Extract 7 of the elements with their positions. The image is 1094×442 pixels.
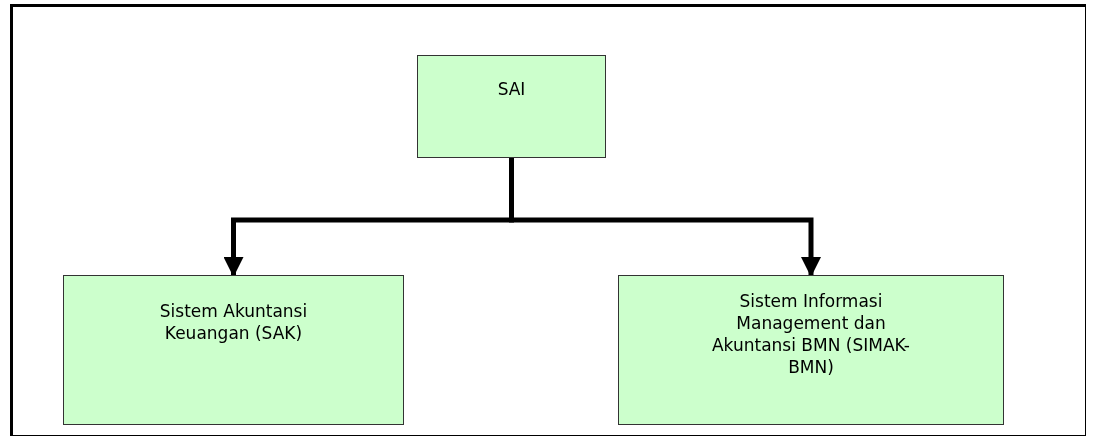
connector-arrow [509,158,821,277]
process-box [417,55,606,158]
box-label: Sistem Informasi Management dan Akuntansi BMN (SIMAK-BMN) [711,290,911,378]
process-box [63,275,404,425]
process-box [618,275,1004,425]
box-label: Sistem Akuntansi Keuangan (SAK) [158,300,309,344]
box-label: SAI [497,78,526,100]
